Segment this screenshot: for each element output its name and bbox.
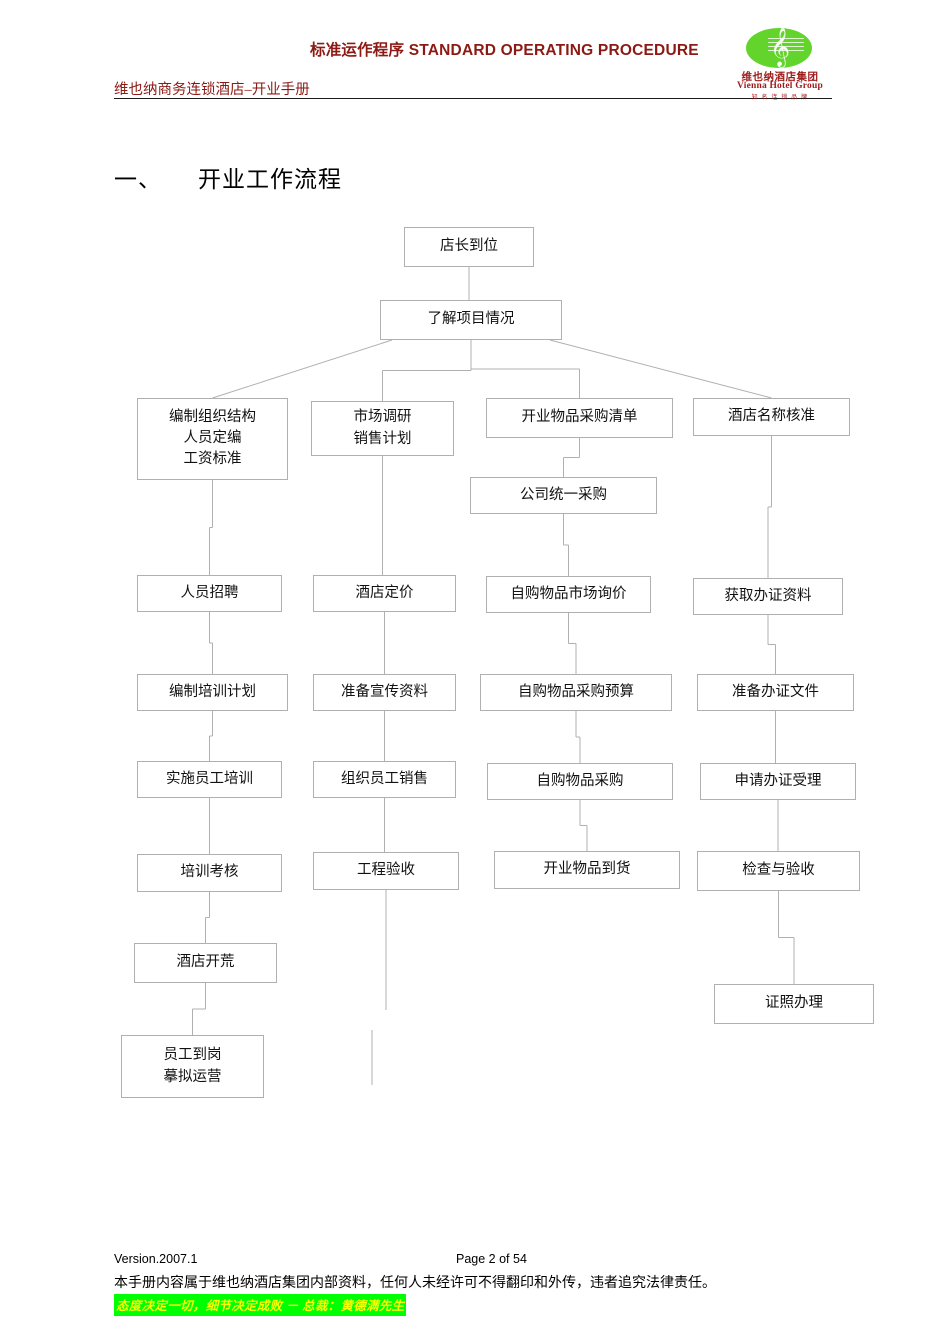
- flowchart-node: 培训考核: [137, 854, 282, 892]
- flowchart-node-label: 开业物品到货: [543, 861, 631, 878]
- flowchart-node: 开业物品采购清单: [486, 398, 673, 438]
- flowchart-node: 实施员工培训: [137, 761, 282, 798]
- section-number: 一、: [114, 167, 162, 192]
- flowchart-node: 自购物品市场询价: [486, 576, 651, 613]
- flowchart-node: 酒店定价: [313, 575, 456, 612]
- flowchart-node-label: 店长到位: [440, 238, 498, 255]
- flowchart-node: 员工到岗 摹拟运营: [121, 1035, 264, 1098]
- flowchart-node: 准备宣传资料: [313, 674, 456, 711]
- flowchart-node-label: 酒店名称核准: [728, 408, 815, 425]
- flowchart-node-label: 准备宣传资料: [341, 683, 428, 700]
- flowchart-node: 了解项目情况: [380, 300, 562, 340]
- flowchart-node-label: 组织员工销售: [341, 770, 428, 787]
- flowchart-node: 人员招聘: [137, 575, 282, 612]
- flowchart-node-label: 市场调研 销售计划: [353, 409, 412, 447]
- footer-copyright-notice: 本手册内容属于维也纳酒店集团内部资料，任何人未经许可不得翻印和外传，违者追究法律…: [114, 1276, 716, 1291]
- flowchart-node-label: 工程验收: [357, 862, 415, 879]
- flowchart-node: 申请办证受理: [700, 763, 856, 800]
- logo-english-name: Vienna Hotel Group: [737, 81, 823, 91]
- flowchart-node: 编制组织结构 人员定编 工资标准: [137, 398, 288, 480]
- flowchart-node: 市场调研 销售计划: [311, 401, 454, 456]
- flowchart-node: 组织员工销售: [313, 761, 456, 798]
- flowchart-node-label: 自购物品采购: [536, 772, 624, 789]
- flowchart-node: 证照办理: [714, 984, 874, 1024]
- flowchart-node: 公司统一采购: [470, 477, 657, 514]
- flowchart-node-label: 实施员工培训: [166, 770, 253, 787]
- flowchart-node-label: 酒店开荒: [176, 954, 235, 971]
- flowchart-node-label: 自购物品采购预算: [518, 683, 634, 700]
- flowchart-node-label: 了解项目情况: [427, 311, 515, 328]
- flowchart-node: 检查与验收: [697, 851, 860, 891]
- flowchart-node: 自购物品采购: [487, 763, 673, 800]
- flowchart-node-label: 酒店定价: [355, 584, 414, 601]
- flowchart-node-label: 准备办证文件: [732, 683, 819, 700]
- treble-clef-icon: 𝄞: [746, 28, 812, 68]
- flowchart-node-label: 开业物品采购清单: [521, 409, 638, 426]
- flowchart-node: 店长到位: [404, 227, 534, 267]
- flowchart-node: 编制培训计划: [137, 674, 288, 711]
- footer-version: Version.2007.1: [114, 1252, 198, 1266]
- connector-line: [212, 339, 393, 399]
- footer-page-number: Page 2 of 54: [456, 1252, 527, 1266]
- flowchart-node: 准备办证文件: [697, 674, 854, 711]
- connector-line: [549, 339, 772, 399]
- page-title: 一、 开业工作流程: [114, 160, 342, 194]
- flowchart-node: 开业物品到货: [494, 851, 680, 889]
- flowchart-node-label: 申请办证受理: [734, 772, 822, 789]
- flowchart-node-label: 员工到岗 摹拟运营: [163, 1047, 222, 1085]
- header-title: 标准运作程序 STANDARD OPERATING PROCEDURE: [310, 42, 699, 59]
- flowchart-node-label: 检查与验收: [742, 862, 815, 879]
- logo-tagline: 知 名 连 锁 品 牌: [751, 95, 809, 101]
- flowchart-node-label: 证照办理: [765, 995, 823, 1012]
- flowchart-node: 酒店名称核准: [693, 398, 850, 436]
- flowchart-node: 工程验收: [313, 852, 459, 890]
- flowchart-node-label: 公司统一采购: [520, 486, 607, 503]
- flowchart-node-label: 培训考核: [180, 864, 239, 881]
- header-subtitle: 维也纳商务连锁酒店–开业手册: [114, 82, 310, 98]
- flowchart-node: 酒店开荒: [134, 943, 277, 983]
- flowchart-node: 获取办证资料: [693, 578, 843, 615]
- footer-highlighted-quote: 态度决定一切，细节决定成败 － 总裁：黄德满先生: [114, 1294, 407, 1316]
- flowchart-node-label: 编制培训计划: [169, 683, 256, 700]
- flowchart-node-label: 编制组织结构 人员定编 工资标准: [169, 409, 256, 468]
- header-divider: [114, 98, 832, 99]
- flowchart-node-label: 自购物品市场询价: [510, 585, 627, 602]
- flowchart-node-label: 人员招聘: [180, 584, 239, 601]
- section-heading-text: 开业工作流程: [198, 167, 342, 192]
- flowchart-node-label: 获取办证资料: [724, 587, 812, 604]
- page-header: 标准运作程序 STANDARD OPERATING PROCEDURE 维也纳商…: [0, 0, 950, 110]
- flowchart-node: 自购物品采购预算: [480, 674, 672, 711]
- vienna-hotel-group-logo: 𝄞 维也纳酒店集团 Vienna Hotel Group 知 名 连 锁 品 牌: [728, 28, 832, 101]
- logo-chinese-name: 维也纳酒店集团: [741, 72, 819, 83]
